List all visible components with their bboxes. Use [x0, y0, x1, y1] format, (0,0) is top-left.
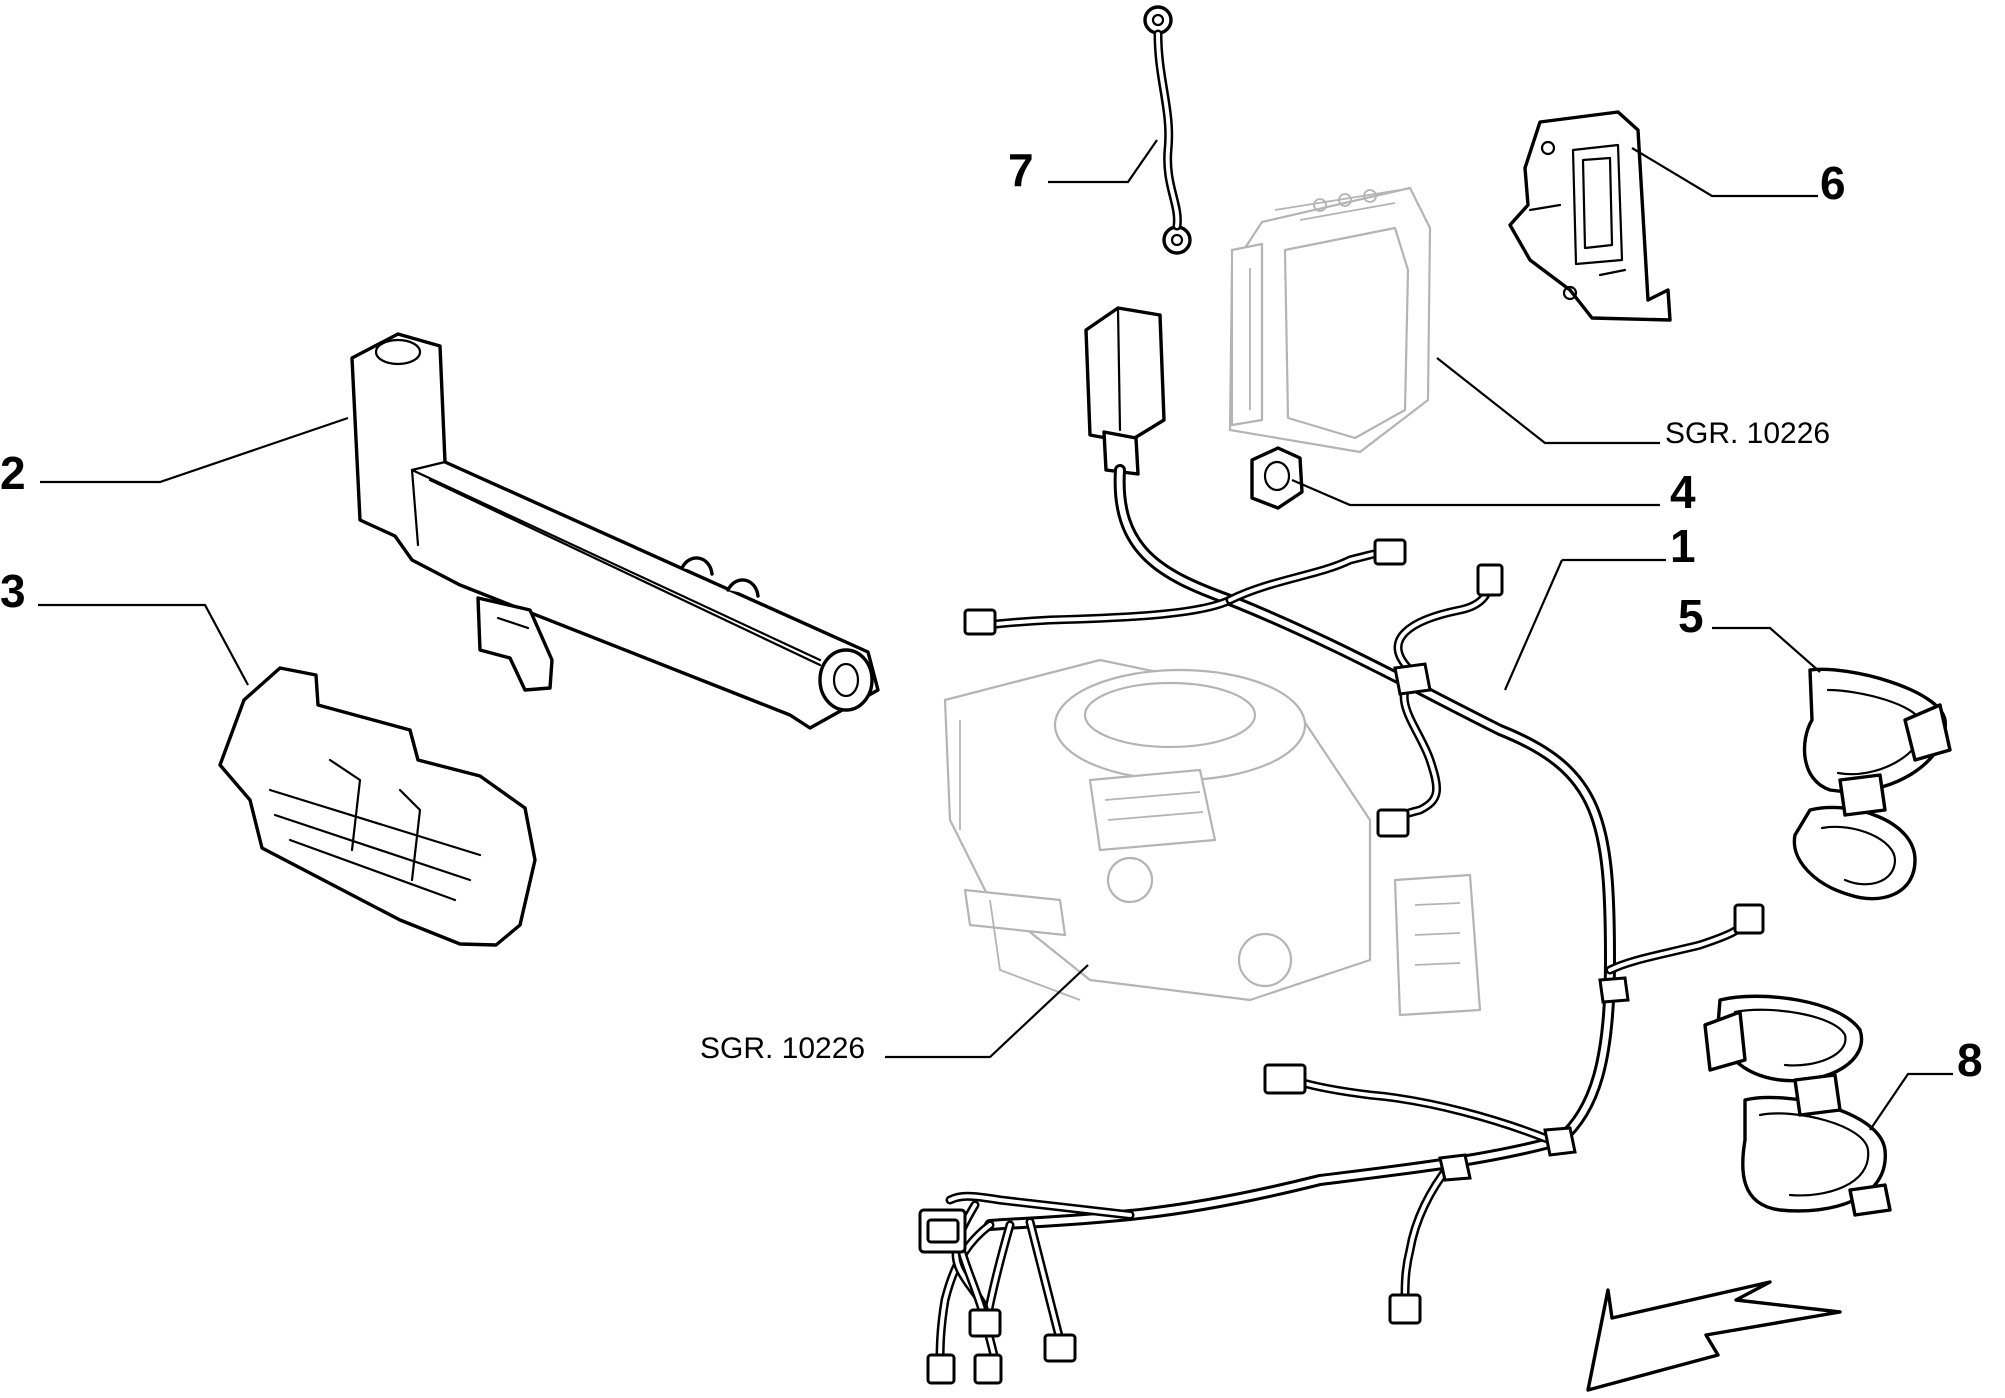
callout-7: 7 [1008, 144, 1034, 196]
direction-arrow [1586, 1280, 1842, 1392]
reference-label-ecu: SGR. 10226 [1665, 417, 1830, 450]
callout-1: 1 [1670, 520, 1696, 572]
ecu-ghost [1228, 186, 1432, 454]
heat-shield [218, 666, 537, 947]
hex-nut [1250, 446, 1304, 510]
callout-3: 3 [0, 565, 26, 617]
ground-strap [1143, 5, 1192, 255]
callout-6: 6 [1820, 157, 1846, 209]
ecu-bracket [1508, 110, 1672, 322]
pipe-clamp-8 [1703, 994, 1892, 1217]
fuel-rail [350, 332, 880, 730]
leader-lines [38, 139, 1953, 1131]
pipe-clamp-5 [1792, 667, 1952, 901]
callout-4: 4 [1670, 466, 1696, 518]
callout-2: 2 [0, 447, 26, 499]
reference-label-throttle-body: SGR. 10226 [700, 1032, 865, 1065]
callout-5: 5 [1678, 590, 1704, 642]
callout-8: 8 [1957, 1034, 1983, 1086]
wiring-harness [918, 306, 1765, 1385]
throttle-body-ghost [943, 658, 1482, 1017]
